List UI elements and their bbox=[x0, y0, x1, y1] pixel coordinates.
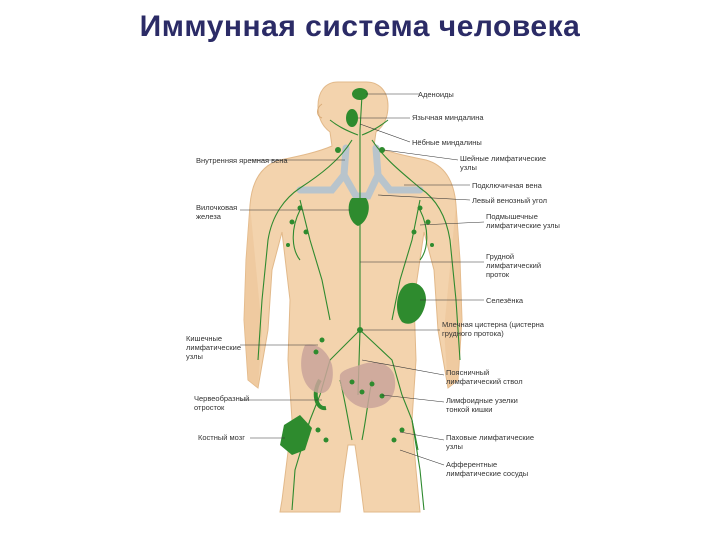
thymus-organ bbox=[348, 198, 369, 226]
label-intestinal-nodes: Кишечные лимфатические узлы bbox=[186, 334, 241, 361]
label-subclavian-vein: Подключичная вена bbox=[472, 181, 542, 190]
organs bbox=[280, 88, 426, 455]
lymph-nodes bbox=[286, 147, 434, 443]
tonsil-organ bbox=[346, 109, 358, 127]
adenoids-organ bbox=[352, 88, 368, 100]
label-cervical-nodes: Шейные лимфатические узлы bbox=[460, 154, 547, 172]
label-axillary-nodes: Подмышечные лимфатические узлы bbox=[486, 212, 560, 230]
label-peyer-patches: Лимфоидные узелки тонкой кишки bbox=[446, 396, 518, 414]
label-internal-jugular: Внутренняя яремная вена bbox=[196, 156, 288, 165]
label-bone-marrow: Костный мозг bbox=[198, 433, 245, 442]
label-cisterna-chyli: Млечная цистерна (цистерна грудного прот… bbox=[442, 320, 544, 338]
label-palatine-tonsils: Нёбные миндалины bbox=[412, 138, 482, 147]
page-title: Иммунная система человека bbox=[139, 10, 581, 43]
spleen-organ bbox=[396, 282, 426, 324]
label-thymus: Вилочковая железа bbox=[196, 203, 238, 221]
label-inguinal-nodes: Паховые лимфатические узлы bbox=[446, 433, 535, 451]
label-adenoids: Аденоиды bbox=[418, 90, 454, 99]
label-thoracic-duct: Грудной лимфатический проток bbox=[486, 252, 542, 279]
leader-lines bbox=[240, 93, 485, 466]
label-lingual-tonsil: Язычная миндалина bbox=[412, 113, 484, 122]
intestine-organ bbox=[301, 344, 333, 394]
label-spleen: Селезёнка bbox=[486, 296, 524, 305]
subclavian-veins bbox=[296, 144, 424, 200]
label-lumbar-trunk: Поясничный лимфатический ствол bbox=[446, 368, 523, 386]
label-afferent-vessels: Афферентные лимфатические сосуды bbox=[446, 460, 529, 478]
label-left-venous-angle: Левый венозный угол bbox=[472, 196, 547, 205]
label-appendix: Червеобразный отросток bbox=[194, 394, 250, 412]
bone-marrow-organ bbox=[280, 415, 312, 455]
